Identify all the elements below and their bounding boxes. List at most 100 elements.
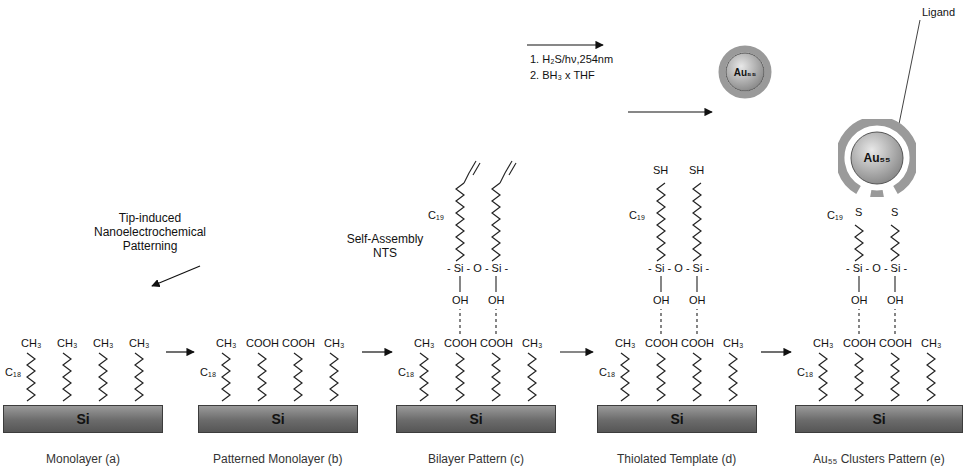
callout: Ligand [922,6,955,19]
end-group: CH₃ [615,337,635,350]
substrate-label: Si [670,411,683,427]
alkyl-chain [258,353,266,401]
end-group: CH₃ [21,337,41,350]
alkyl-chain [99,353,107,401]
stage-caption: Au₅₅ Clusters Pattern (e) [813,453,945,466]
bond [660,276,661,292]
end-group: CH₃ [723,337,743,350]
alkyl-chain [294,353,302,401]
siloxane: - Si - O - Si - [648,262,709,275]
chain-length: C₁₈ [200,366,216,379]
alkyl-chain [492,183,500,261]
siloxane: - Si - O - Si - [846,262,907,275]
step-label: Self-Assembly NTS [339,232,431,260]
bond [464,173,469,183]
alkyl-chain [657,353,665,401]
cluster-label: Au₅₅ [864,151,891,165]
chain-length: C₁₈ [5,366,21,379]
end-group: COOH [843,337,876,350]
hydrogen-bond [858,309,859,334]
hydrogen-bond [495,309,496,334]
silicon-substrate: Si [198,405,358,433]
end-group: CH₃ [522,337,542,350]
alkyl-chain [891,225,899,261]
hydroxyl: OH [851,294,868,307]
alkyl-chain [855,225,863,261]
alkyl-chain [135,353,143,401]
alkyl-chain [63,353,71,401]
chain-length: C₁₉ [629,209,645,222]
stage-caption: Thiolated Template (d) [617,453,736,466]
chain-length: C₁₈ [797,366,813,379]
thiol: SH [689,164,704,177]
alkyl-chain [420,353,428,401]
bond [509,163,516,175]
stage-caption: Patterned Monolayer (b) [213,453,342,466]
end-group: COOH [444,337,477,350]
bond [495,276,496,292]
substrate-label: Si [469,411,482,427]
bond [473,163,480,175]
bond [894,276,895,292]
bond [696,276,697,292]
alkyl-chain [891,353,899,401]
alkyl-chain [855,353,863,401]
sulfur: S [855,206,862,219]
alkyl-chain [456,183,464,261]
bond [500,173,505,183]
end-group: COOH [246,337,279,350]
alkyl-chain [528,353,536,401]
stage-caption: Bilayer Pattern (c) [428,453,524,466]
hydrogen-bond [459,309,460,334]
reagent: 1. H₂S/hν,254nm [530,53,613,66]
alkyl-chain [693,353,701,401]
silicon-substrate: Si [795,405,963,433]
bond [858,276,859,292]
siloxane: - Si - O - Si - [447,262,508,275]
stage-caption: Monolayer (a) [46,453,120,466]
end-group: CH₃ [129,337,149,350]
chain-length: C₁₈ [599,366,615,379]
end-group: COOH [879,337,912,350]
step-arrows [152,20,920,352]
chain-length: C₁₉ [428,209,444,222]
alkyl-chain [819,353,827,401]
end-group: CH₃ [57,337,77,350]
step-label: Tip-induced Nanoelectrochemical Patterni… [89,211,211,253]
alkyl-chain [729,353,737,401]
bond [459,276,460,292]
hydroxyl: OH [689,294,706,307]
alkyl-chain [621,353,629,401]
end-group: COOH [282,337,315,350]
end-group: CH₃ [324,337,344,350]
end-group: COOH [681,337,714,350]
hydrogen-bond [660,309,661,334]
cluster-label: Au₅₅ [734,67,757,78]
silicon-substrate: Si [396,405,556,433]
alkyl-chain [222,353,230,401]
alkyl-chain [27,353,35,401]
substrate-label: Si [271,411,284,427]
substrate-label: Si [76,411,89,427]
gold-cluster: Au₅₅ [838,119,916,197]
reagent: 2. BH₃ x THF [530,69,595,82]
silicon-substrate: Si [3,405,163,433]
alkyl-chain [693,183,701,261]
alkyl-chain [456,353,464,401]
hydrogen-bond [894,309,895,334]
sulfur: S [891,206,898,219]
hydroxyl: OH [488,294,505,307]
chain-length: C₁₈ [398,366,414,379]
hydroxyl: OH [452,294,469,307]
hydrogen-bond [696,309,697,334]
silicon-substrate: Si [597,405,757,433]
hydroxyl: OH [653,294,670,307]
end-group: CH₃ [813,337,833,350]
alkyl-chain [330,353,338,401]
end-group: CH₃ [414,337,434,350]
alkyl-chain [657,183,665,261]
hydroxyl: OH [887,294,904,307]
end-group: COOH [645,337,678,350]
end-group: CH₃ [93,337,113,350]
